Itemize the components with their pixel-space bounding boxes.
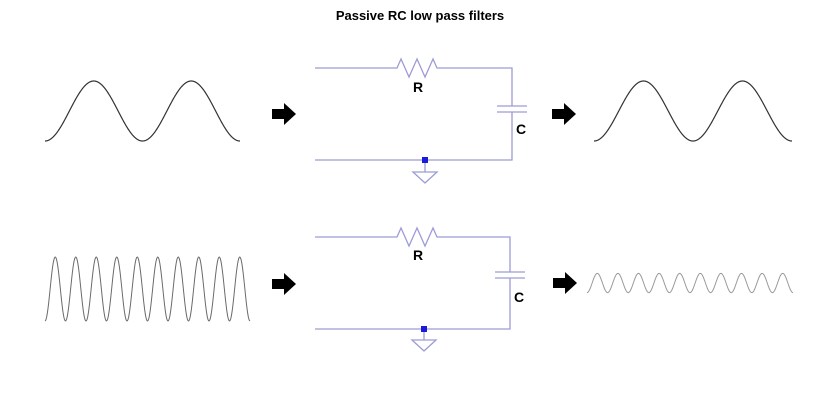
top-wire [315, 226, 511, 272]
output-sine-wave-attenuated [586, 272, 794, 294]
ground-node [422, 157, 428, 163]
rc-circuit: R C [315, 57, 527, 184]
capacitor-label: C [516, 121, 526, 137]
bottom-wire [315, 278, 511, 330]
diagram-title: Passive RC low pass filters [335, 8, 505, 23]
resistor-label: R [413, 247, 423, 263]
top-wire [315, 57, 513, 106]
arrow-icon [272, 103, 296, 125]
input-sine-wave-high-frequency [44, 256, 251, 322]
arrow-icon [553, 272, 577, 294]
bottom-wire [315, 112, 513, 161]
ground-node [421, 326, 427, 332]
row-2: R C [44, 226, 794, 352]
output-sine-wave-low-frequency [593, 80, 793, 142]
arrow-icon [272, 273, 296, 295]
resistor-label: R [413, 79, 423, 95]
capacitor-label: C [514, 289, 524, 305]
ground-symbol [411, 163, 439, 184]
row-1: R C [44, 57, 793, 184]
ground-symbol [410, 332, 438, 352]
arrow-icon [552, 103, 576, 125]
input-sine-wave-low-frequency [44, 80, 241, 142]
rc-circuit: R C [315, 226, 525, 352]
